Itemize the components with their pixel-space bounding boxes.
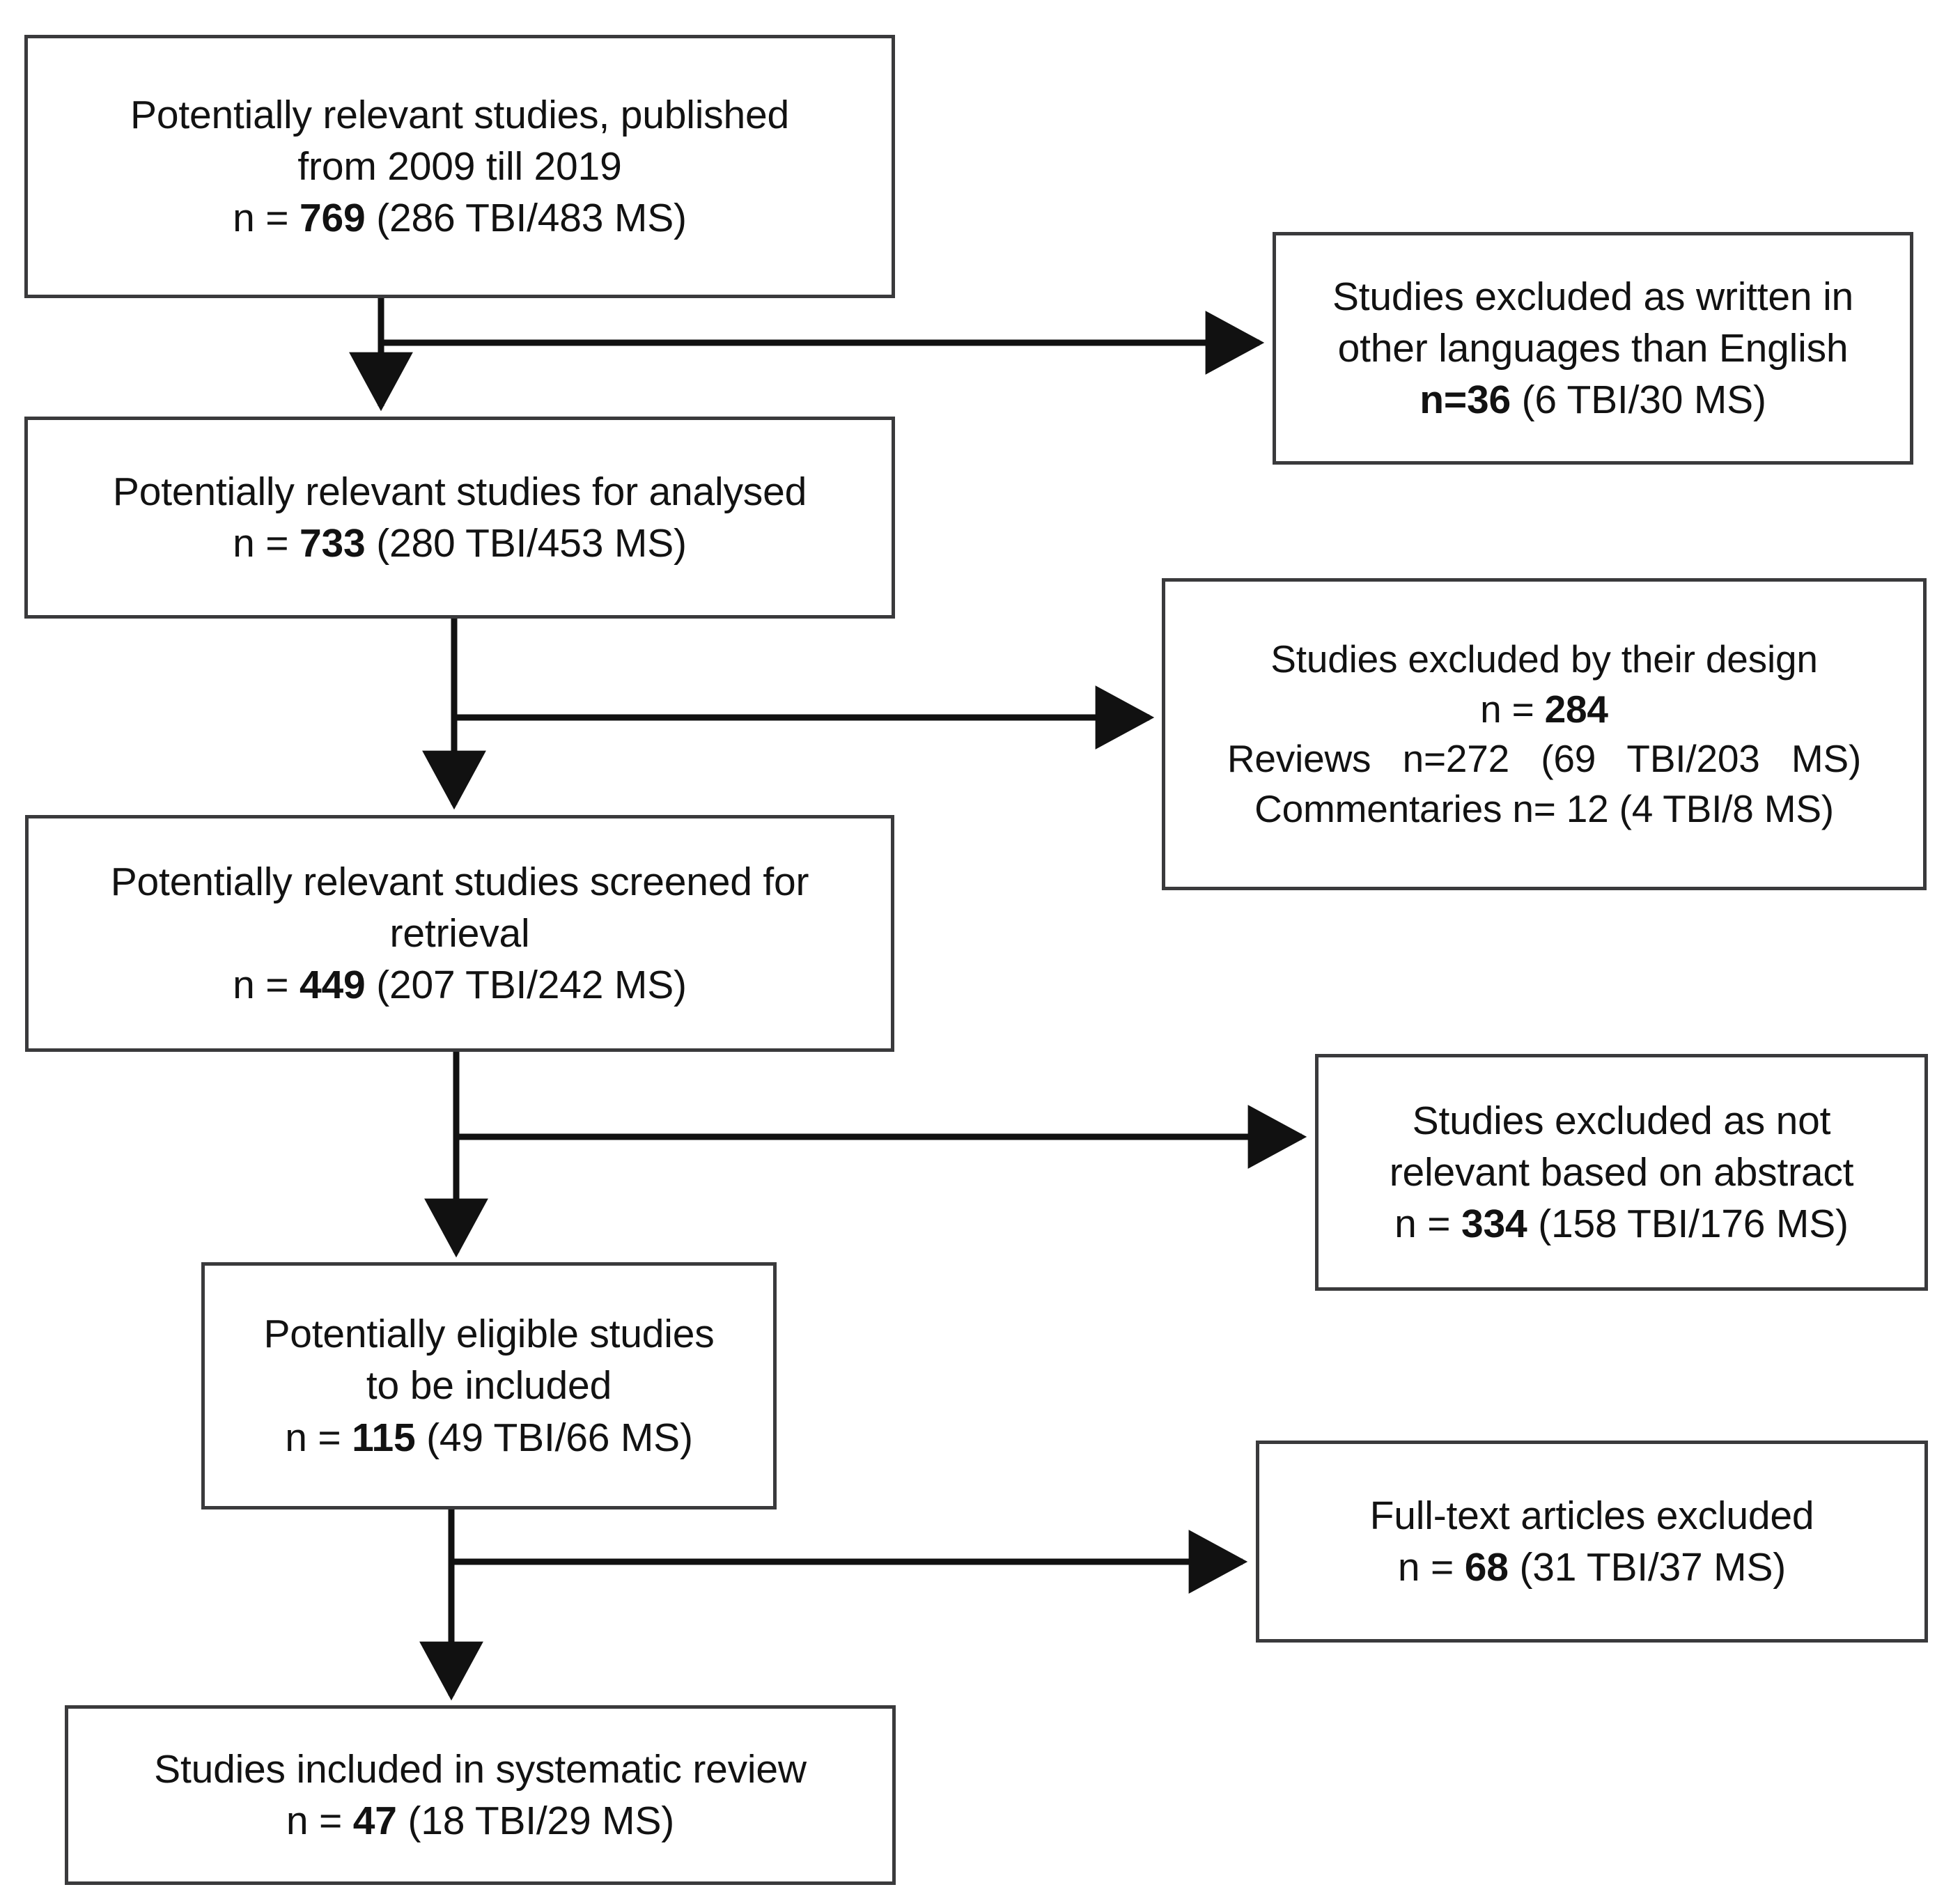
box-studies-screened-for-retrieval: Potentially relevant studies screened fo… <box>25 815 894 1052</box>
box-potentially-eligible-studies: Potentially eligible studies to be inclu… <box>201 1262 777 1509</box>
box-line: Potentially relevant studies screened fo… <box>110 859 809 904</box>
box-count: n = 334 (158 TBI/176 MS) <box>1394 1202 1849 1247</box>
box-line: Studies excluded as not <box>1412 1098 1831 1143</box>
box-line: Potentially eligible studies <box>263 1312 715 1357</box>
box-count: n = 115 (49 TBI/66 MS) <box>285 1415 693 1460</box>
box-studies-included-in-systematic-review: Studies included in systematic review n … <box>65 1705 896 1885</box>
box-line: Studies included in systematic review <box>154 1746 807 1792</box>
box-excluded-by-design: Studies excluded by their design n = 284… <box>1162 578 1927 890</box>
box-count: n = 733 (280 TBI/453 MS) <box>233 521 687 566</box>
box-excluded-other-languages: Studies excluded as written in other lan… <box>1273 232 1913 465</box>
box-line: from 2009 till 2019 <box>297 143 622 189</box>
box-line: Potentially relevant studies for analyse… <box>112 469 807 514</box>
box-line: relevant based on abstract <box>1389 1149 1854 1195</box>
box-line: Studies excluded by their design <box>1270 637 1818 681</box>
box-potentially-relevant-studies-for-analysed: Potentially relevant studies for analyse… <box>24 417 895 619</box>
box-excluded-full-text: Full-text articles excluded n = 68 (31 T… <box>1256 1441 1928 1643</box>
box-line: retrieval <box>389 910 530 956</box>
box-line: other languages than English <box>1337 325 1849 371</box>
box-line: Potentially relevant studies, published <box>130 92 789 137</box>
box-count: n=36 (6 TBI/30 MS) <box>1420 378 1766 423</box>
box-excluded-not-relevant-abstract: Studies excluded as not relevant based o… <box>1315 1054 1928 1291</box>
box-line: to be included <box>366 1363 612 1408</box>
box-potentially-relevant-studies: Potentially relevant studies, published … <box>24 35 895 298</box>
box-count: n = 449 (207 TBI/242 MS) <box>233 963 687 1008</box>
box-detail-reviews: Reviews n=272 (69 TBI/203 MS) <box>1227 737 1862 780</box>
box-count: n = 284 <box>1480 687 1608 731</box>
box-count: n = 47 (18 TBI/29 MS) <box>286 1799 675 1843</box>
box-detail-commentaries: Commentaries n= 12 (4 TBI/8 MS) <box>1254 786 1834 830</box>
box-line: Studies excluded as written in <box>1332 274 1854 319</box>
box-count: n = 68 (31 TBI/37 MS) <box>1397 1545 1787 1590</box>
box-line: Full-text articles excluded <box>1369 1493 1814 1538</box>
box-count: n = 769 (286 TBI/483 MS) <box>233 196 687 241</box>
